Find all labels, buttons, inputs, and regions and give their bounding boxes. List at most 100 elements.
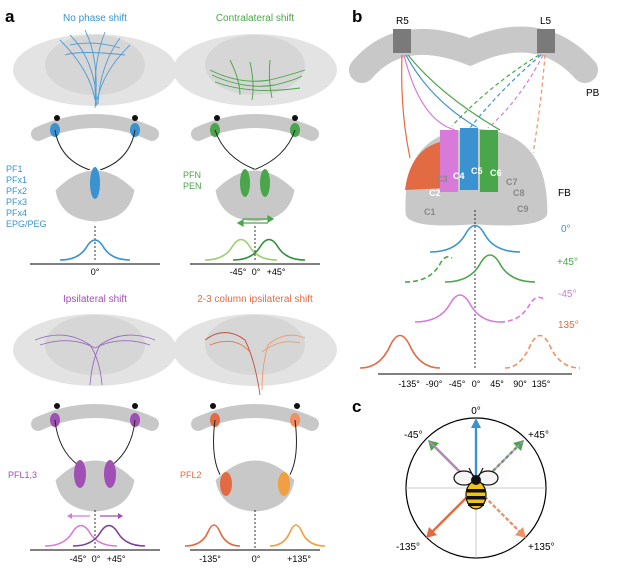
- protocerebral-bridge: [31, 114, 159, 141]
- curve-label: +45°: [557, 257, 578, 268]
- svg-text:-45°: -45°: [404, 430, 422, 441]
- neuron-path: [54, 129, 136, 171]
- tick-label: 0°: [252, 267, 261, 277]
- fan-shaped-body: [214, 169, 296, 223]
- curve-minus45: [414, 294, 501, 323]
- tick-label: -45°: [70, 554, 87, 564]
- soma: [294, 403, 300, 409]
- fan-shaped-body: [54, 459, 136, 513]
- soma: [292, 115, 298, 121]
- subpanel-ipsilateral-shift: Ipsilateral shift PFL1,3: [8, 294, 177, 564]
- svg-text:+135°: +135°: [528, 542, 555, 553]
- svg-text:C2: C2: [429, 188, 441, 198]
- svg-text:PFN: PFN: [183, 170, 201, 180]
- pb-bridge: [349, 26, 598, 83]
- bump-curves: [359, 224, 581, 369]
- bump-plot: -135° 0° +135°: [184, 510, 326, 564]
- brain-image: [205, 315, 305, 375]
- svg-text:PF1: PF1: [6, 164, 23, 174]
- svg-text:90°: 90°: [513, 379, 527, 389]
- tick-label: 0°: [252, 554, 261, 564]
- curve-plus45-dashed: [404, 256, 453, 283]
- svg-text:-135°: -135°: [398, 379, 420, 389]
- svg-text:C5: C5: [471, 166, 483, 176]
- svg-text:C4: C4: [453, 171, 465, 181]
- neuron-path: [54, 419, 136, 466]
- axis-ticks: -135° -90° -45° 0° 45° 90° 135°: [398, 379, 551, 389]
- subpanel-title: 2-3 column ipsilateral shift: [197, 294, 313, 305]
- bump-plot: -45° 0° +45°: [190, 226, 320, 277]
- svg-text:PFx2: PFx2: [6, 186, 27, 196]
- soma: [210, 403, 216, 409]
- pb-right-label: L5: [540, 16, 552, 27]
- tick-label: +45°: [107, 554, 126, 564]
- panel-b-label: b: [352, 7, 362, 26]
- panel-c: 0° +45° -45° +135° -135°: [396, 406, 555, 559]
- svg-text:PFx3: PFx3: [6, 197, 27, 207]
- tick-label: +45°: [267, 267, 286, 277]
- fb-label: FB: [558, 188, 571, 199]
- svg-text:0°: 0°: [472, 379, 481, 389]
- neuron-list: PFN PEN: [183, 170, 202, 191]
- bump-plot: 0°: [30, 226, 160, 277]
- fan-shaped-body: [403, 127, 549, 227]
- protocerebral-bridge: [191, 114, 319, 141]
- fan-shaped-body: [54, 167, 136, 223]
- svg-text:C9: C9: [517, 204, 529, 214]
- svg-text:-135°: -135°: [396, 542, 420, 553]
- svg-text:PEN: PEN: [183, 181, 202, 191]
- pb-glomerulus-r5: [393, 29, 411, 53]
- neuron-path: [214, 129, 296, 173]
- tick-label: -45°: [230, 267, 247, 277]
- soma: [214, 115, 220, 121]
- neuron-list: PFL1,3: [8, 470, 37, 480]
- pb-left-label: R5: [396, 16, 409, 27]
- tick-label: 0°: [92, 554, 101, 564]
- pb-glomerulus-l5: [537, 29, 555, 53]
- fan-shaped-body: [214, 459, 296, 513]
- subpanel-no-phase-shift: No phase shift PF1 PFx1 PFx2 PFx3 PFx4 E…: [6, 13, 177, 277]
- svg-text:135°: 135°: [532, 379, 551, 389]
- tick-label: -135°: [199, 554, 221, 564]
- svg-text:-45°: -45°: [449, 379, 466, 389]
- svg-text:C7: C7: [506, 177, 518, 187]
- shift-arrows: [67, 513, 123, 519]
- shift-arrows: [236, 214, 275, 228]
- soma: [54, 115, 60, 121]
- subpanel-title: No phase shift: [63, 13, 127, 24]
- tick-label: 0°: [91, 267, 100, 277]
- brain-image: [45, 315, 145, 375]
- curve-135-dashed: [504, 334, 581, 369]
- neuron-list: PFL2: [180, 470, 202, 480]
- soma: [132, 403, 138, 409]
- curve-label: 135°: [558, 320, 579, 331]
- neuron-tracing: [59, 29, 131, 109]
- svg-text:0°: 0°: [471, 406, 481, 417]
- panel-c-label: c: [352, 397, 361, 416]
- svg-text:45°: 45°: [490, 379, 504, 389]
- curve-minus45-dashed: [499, 296, 546, 323]
- bump-plot: -45° 0° +45°: [30, 510, 160, 564]
- brain-image: [205, 35, 305, 95]
- svg-text:C1: C1: [424, 207, 436, 217]
- panel-a-label: a: [5, 7, 15, 26]
- svg-text:-90°: -90°: [426, 379, 443, 389]
- svg-text:C3: C3: [436, 174, 448, 184]
- fb-column-labels: C1 C2 C3 C4 C5 C6 C7 C8 C9: [424, 166, 529, 217]
- svg-text:C6: C6: [490, 168, 502, 178]
- protocerebral-bridge: [191, 404, 319, 431]
- svg-text:PFx4: PFx4: [6, 208, 27, 218]
- panel-b: R5 L5 PB C1 C2 C3 C4 C5 C6: [349, 16, 600, 389]
- neuron-list: PF1 PFx1 PFx2 PFx3 PFx4 EPG/PEG: [6, 164, 47, 229]
- curve-label: -45°: [558, 289, 576, 300]
- curve-plus45: [444, 254, 536, 283]
- svg-text:PFx1: PFx1: [6, 175, 27, 185]
- neuron-tracing: [204, 332, 306, 396]
- bee-icon: [453, 467, 499, 510]
- curve-label: 0°: [561, 224, 571, 235]
- svg-text:C8: C8: [513, 188, 525, 198]
- direction-arrows: [426, 418, 526, 538]
- subpanel-title: Ipsilateral shift: [63, 294, 127, 305]
- subpanel-contralateral-shift: Contralateral shift PFN PEN: [173, 13, 337, 277]
- svg-text:+45°: +45°: [528, 430, 549, 441]
